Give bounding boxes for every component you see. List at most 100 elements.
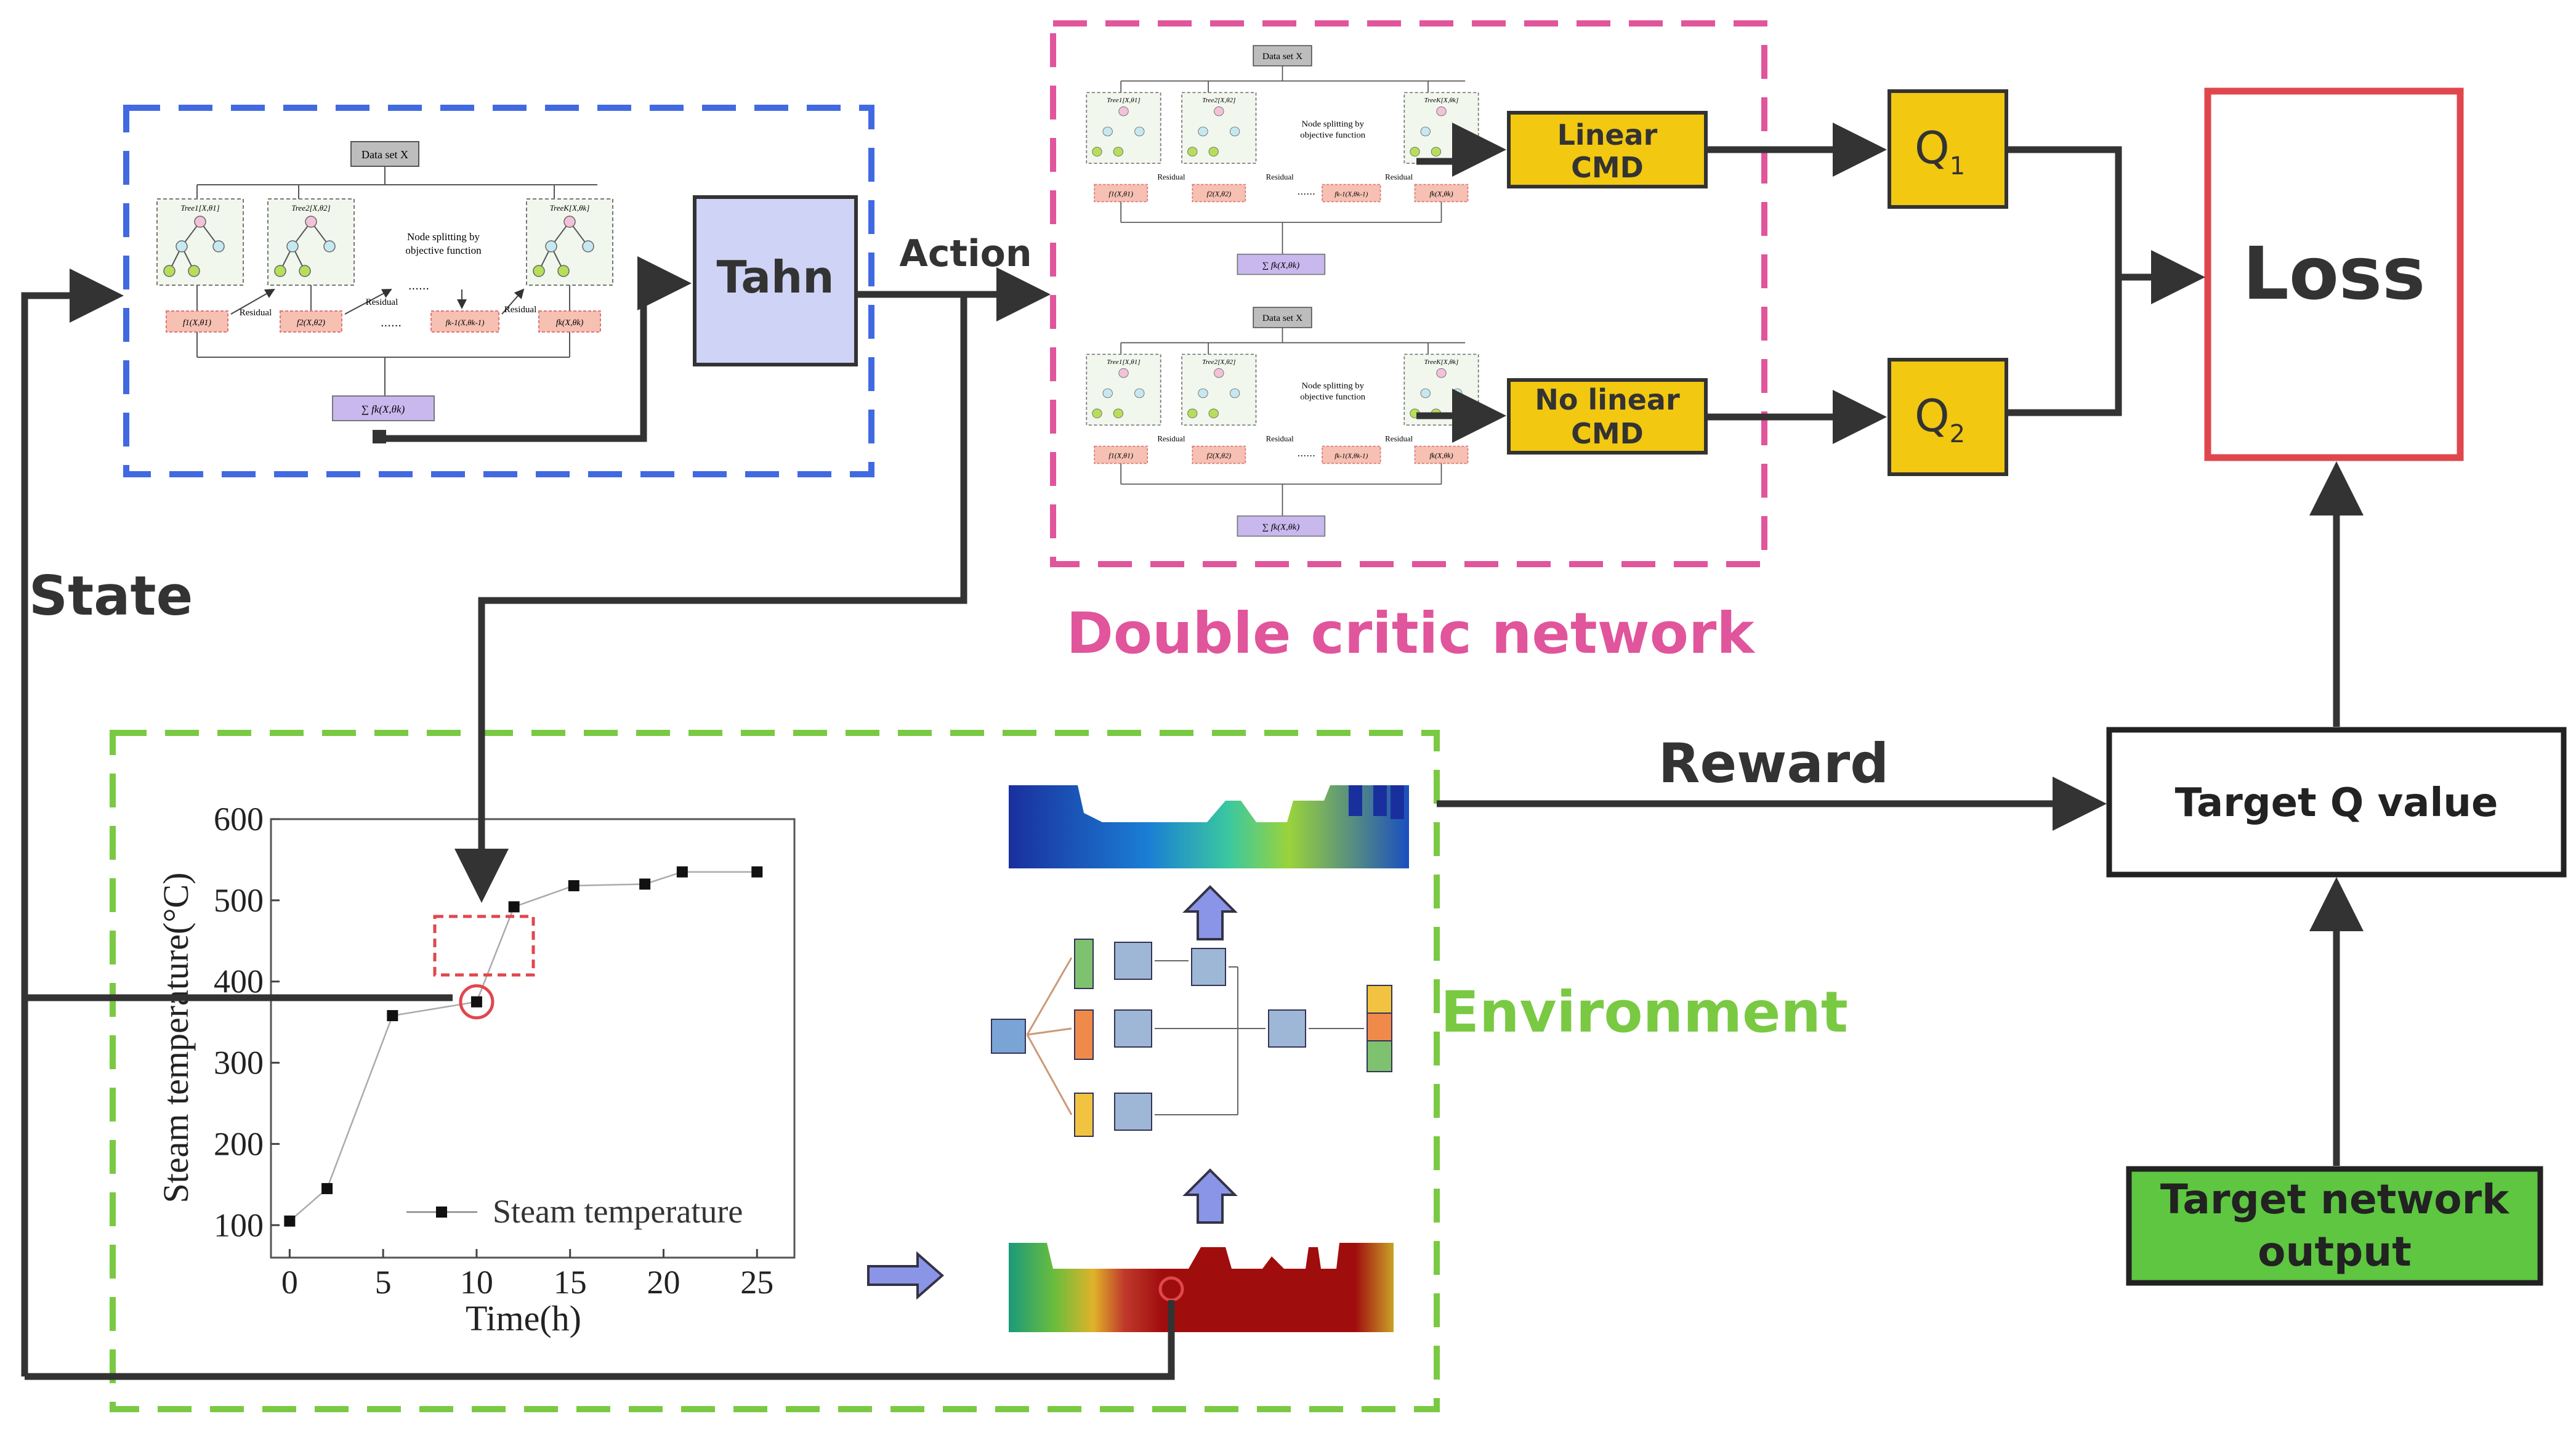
- residual-label: Residual: [1157, 173, 1185, 182]
- tree-label: TreeK[X,θk]: [550, 203, 590, 212]
- fem-result-bottom-image: [1009, 1243, 1394, 1332]
- y-tick-label: 600: [214, 801, 264, 838]
- y-tick-label: 500: [214, 882, 264, 919]
- linear-cmd-label: Linear: [1557, 118, 1658, 152]
- dataset-box: [350, 141, 419, 167]
- target-q-label: Target Q value: [2175, 780, 2498, 826]
- feature-cube: [1114, 1009, 1152, 1048]
- data-point: [508, 901, 520, 913]
- chart-frame: [270, 818, 796, 1259]
- tree-label: Tree1[X,θ1]: [1107, 358, 1140, 366]
- action-label: Action: [899, 232, 1032, 275]
- output-bar: [1367, 985, 1392, 1014]
- tree-node: [176, 240, 188, 253]
- x-tick-label: 15: [554, 1264, 587, 1301]
- dots-label: ......: [1297, 186, 1315, 197]
- sum-label: ∑ fk(X,θk): [1262, 261, 1300, 270]
- cnn-network-image: [985, 939, 1404, 1146]
- tahn-box: [693, 195, 858, 366]
- feature-cube: [1191, 948, 1226, 986]
- actor-dashed-box: [123, 105, 874, 477]
- q2-label: Q2: [1915, 390, 1965, 448]
- f-label: f2(X,θ2): [297, 318, 325, 328]
- tree-node: [563, 216, 576, 228]
- data-point: [387, 1010, 398, 1022]
- f-label: f2(X,θ2): [1206, 190, 1231, 198]
- target-network-box: [2126, 1166, 2543, 1286]
- f-label: fk-1(X,θk-1): [445, 318, 484, 327]
- environment-dashed-box: [110, 730, 1440, 1412]
- dataset-label: Data set X: [361, 148, 408, 161]
- tree-node: [557, 265, 570, 277]
- data-point: [321, 1182, 333, 1194]
- residual-label: Residual: [1157, 435, 1185, 443]
- up-arrow-icon: [1182, 1168, 1238, 1224]
- tree-node: [194, 216, 206, 228]
- tree-node: [305, 216, 317, 228]
- node-split-label: Node splitting by: [1301, 381, 1364, 391]
- x-tick-label: 5: [375, 1264, 392, 1301]
- data-point: [568, 880, 579, 892]
- node-split-label: Node splitting by: [407, 231, 480, 243]
- state-loop-line: [25, 1300, 1175, 1380]
- x-tick-label: 20: [647, 1264, 680, 1301]
- actor-network-group: Data set X Tree1[X,θ1] Tree: [123, 105, 874, 477]
- loss-label: Loss: [2243, 231, 2426, 316]
- residual-label: Residual: [240, 308, 272, 318]
- feature-cube: [1114, 942, 1152, 980]
- highlight-circle: [459, 984, 495, 1020]
- f-label: fk(X,θk): [556, 318, 584, 328]
- state-arrow: [21, 269, 124, 1376]
- sum-box: [332, 395, 435, 421]
- dots-label: ......: [1297, 448, 1315, 459]
- node-split-label: objective function: [1300, 392, 1365, 402]
- residual-label: Residual: [366, 297, 398, 307]
- f-label: fk-1(X,θk-1): [1334, 453, 1368, 460]
- tree-node: [299, 265, 311, 277]
- x-tick-label: 0: [281, 1264, 298, 1301]
- tree-node: [212, 240, 225, 253]
- tree-label: Tree1[X,θ1]: [1107, 97, 1140, 104]
- tree-2: Tree2[X,θ2]: [267, 198, 355, 286]
- up-arrow-icon: [1182, 885, 1238, 940]
- y-tick-label: 200: [214, 1125, 264, 1162]
- f-box: [166, 310, 228, 333]
- mode-block: [1074, 939, 1094, 989]
- tahn-label: Tahn: [717, 251, 834, 303]
- legend-marker: [436, 1207, 447, 1218]
- target-q-box: [2106, 727, 2567, 878]
- highlight-box: [433, 915, 535, 977]
- tree-node: [274, 265, 286, 277]
- tree-node: [533, 265, 545, 277]
- y-tick-label: 100: [214, 1207, 264, 1243]
- tree-label: Tree2[X,θ2]: [1202, 358, 1235, 366]
- dots-label: ......: [408, 280, 429, 293]
- output-bar: [1367, 1013, 1392, 1041]
- tree-label: TreeK[X,θk]: [1424, 97, 1459, 104]
- chart-legend: Steam temperature: [406, 1193, 743, 1230]
- data-point: [284, 1215, 296, 1227]
- y-tick-label: 300: [214, 1045, 264, 1081]
- q1-label: Q1: [1915, 122, 1965, 180]
- critic1-to-cmd-arrow: [1416, 123, 1506, 177]
- chart-xlabel: Time(h): [466, 1298, 581, 1338]
- action-to-env-arrow: [454, 294, 967, 903]
- sum-label: ∑ fk(X,θk): [361, 403, 405, 415]
- legend-label: Steam temperature: [493, 1193, 743, 1230]
- q1-to-loss-line: [2006, 146, 2122, 416]
- nonlinear-cmd-label: No linear: [1535, 383, 1680, 416]
- tree-node: [545, 240, 557, 253]
- feature-cube: [1268, 1009, 1306, 1048]
- dataset-label: Data set X: [1262, 314, 1302, 324]
- linear-cmd-label: CMD: [1571, 151, 1644, 184]
- tree-label: TreeK[X,θk]: [1424, 358, 1459, 366]
- x-tick-label: 10: [460, 1264, 493, 1301]
- tree-label: Tree1[X,θ1]: [180, 203, 219, 212]
- f-label: f1(X,θ1): [1108, 190, 1133, 198]
- tree-node: [286, 240, 299, 253]
- connectors: [21, 123, 2364, 1380]
- tree-box: [156, 198, 244, 286]
- f-label: f1(X,θ1): [183, 318, 211, 328]
